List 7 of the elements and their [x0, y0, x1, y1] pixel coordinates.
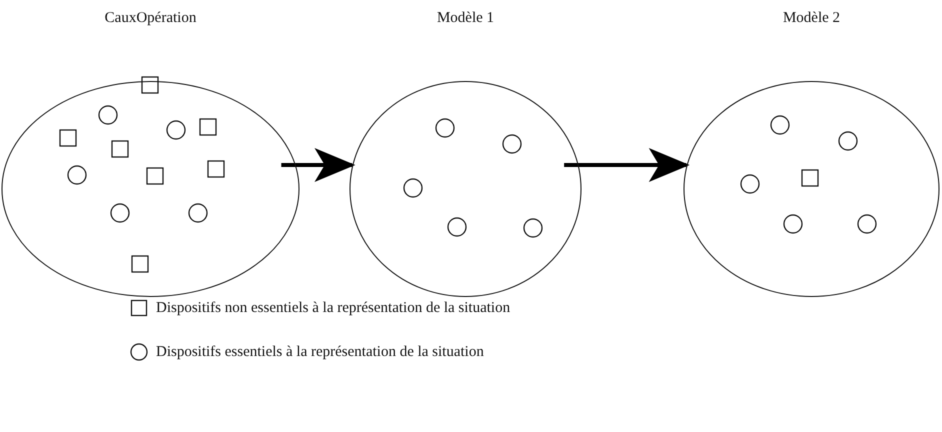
- group-title: Modèle 2: [782, 10, 840, 26]
- group-title: CauxOpération: [104, 10, 196, 26]
- group-title: Modèle 1: [436, 10, 494, 26]
- legend-label: Dispositifs essentiels à la représentation de la situation: [156, 343, 484, 362]
- arrow: [564, 148, 690, 182]
- arrow: [281, 148, 356, 182]
- legend-label: Dispositifs non essentiels à la représentation de la situation: [156, 299, 510, 318]
